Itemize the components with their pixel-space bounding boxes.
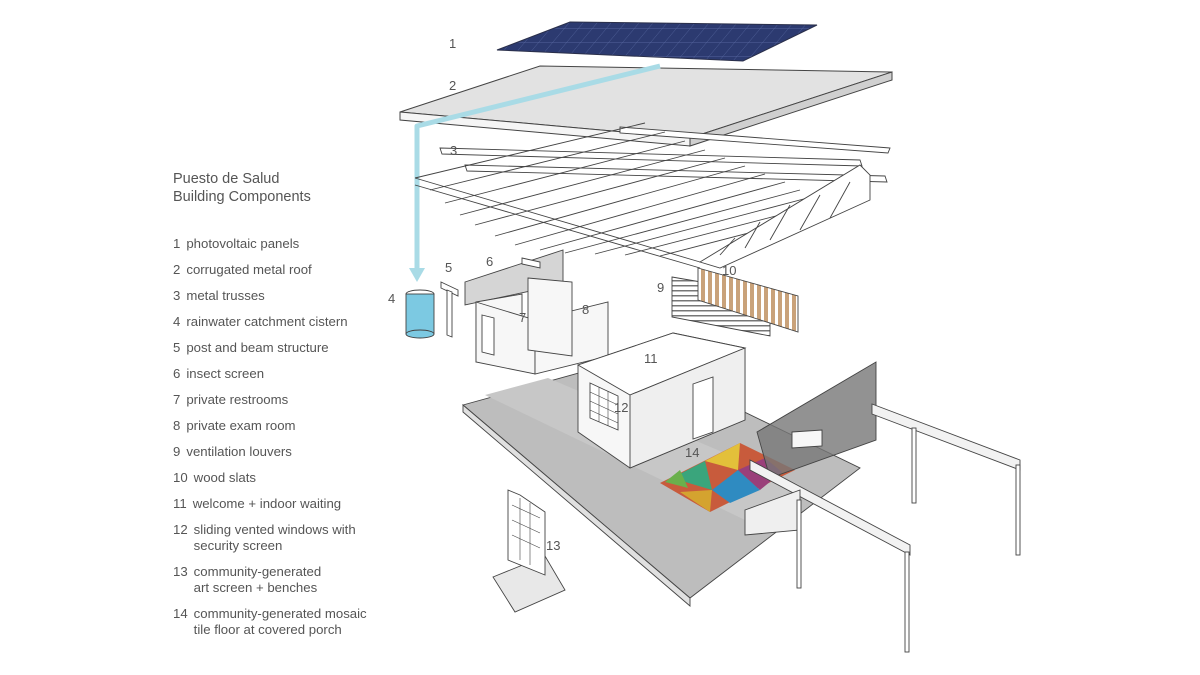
legend-item-number: 13 [173,564,188,579]
callout-13: 13 [546,538,560,553]
legend-item: 10 wood slats [173,470,413,486]
callout-10: 10 [722,263,736,278]
legend-item: 5 post and beam structure [173,340,413,356]
legend-title: Puesto de Salud Building Components [173,170,413,206]
legend-item-number: 4 [173,314,181,329]
callout-3: 3 [450,143,457,158]
mosaic-tile-floor [660,443,795,512]
legend-item-text: ventilation louvers [186,444,413,460]
legend-item-line: private exam room [186,418,296,433]
legend-item-line-2: tile floor at covered porch [193,622,342,637]
legend-item-line: sliding vented windows with [193,522,356,537]
legend-item-text: wood slats [194,470,413,486]
callout-12: 12 [614,400,628,415]
art-screen-and-benches [492,489,566,613]
legend: Puesto de Salud Building Components 1 pho… [173,170,413,648]
legend-item-number: 1 [173,236,181,251]
callout-1: 1 [449,36,456,51]
legend-title-line1: Puesto de Salud [173,171,280,187]
restrooms-and-exam-room [475,277,609,375]
legend-item-number: 12 [173,522,188,537]
legend-item-line: welcome + indoor waiting [192,496,342,511]
legend-item-number: 14 [173,606,188,621]
legend-item-number: 6 [173,366,181,381]
callout-2: 2 [449,78,456,93]
legend-item-line-2: art screen + benches [193,580,318,595]
post-and-beam [440,281,459,338]
callout-8: 8 [582,302,589,317]
legend-item-line: photovoltaic panels [186,236,300,251]
legend-item-number: 8 [173,418,181,433]
callout-5: 5 [445,260,452,275]
legend-item-text: welcome + indoor waiting [193,496,413,512]
callout-6: 6 [486,254,493,269]
legend-item: 9 ventilation louvers [173,444,413,460]
rainwater-downspout [409,63,661,282]
legend-item-line: ventilation louvers [186,444,292,459]
legend-item-text: insect screen [186,366,413,382]
legend-item-line: wood slats [193,470,256,485]
callout-4: 4 [388,291,395,306]
legend-list: 1 photovoltaic panels 2 corrugated metal ro… [173,236,413,638]
rainwater-cistern [405,289,435,339]
legend-item-line: insect screen [186,366,265,381]
legend-item-text: post and beam structure [186,340,413,356]
legend-item-line: corrugated metal roof [186,262,312,277]
legend-item-number: 9 [173,444,181,459]
louvers-and-wood-slats [671,267,799,337]
callout-7: 7 [519,310,526,325]
legend-item: 1 photovoltaic panels [173,236,413,252]
legend-item-text: corrugated metal roof [186,262,413,278]
callout-11: 11 [644,351,658,366]
legend-item-text: metal trusses [186,288,413,304]
legend-item-number: 2 [173,262,181,277]
legend-item-line: post and beam structure [186,340,329,355]
legend-item: 8 private exam room [173,418,413,434]
legend-item-line: community-generated mosaic [193,606,367,621]
photovoltaic-panels [496,21,818,62]
legend-item: 7 private restrooms [173,392,413,408]
legend-item-line: private restrooms [186,392,289,407]
callout-14: 14 [685,445,699,460]
legend-item-line: rainwater catchment cistern [186,314,348,329]
legend-item-text: rainwater catchment cistern [186,314,413,330]
callout-9: 9 [657,280,664,295]
metal-trusses [414,122,891,269]
legend-item-number: 5 [173,340,181,355]
legend-item-text: photovoltaic panels [186,236,413,252]
legend-item-text: private restrooms [186,392,413,408]
legend-item: 2 corrugated metal roof [173,262,413,278]
callout-labels: 1 2 3 4 5 6 7 8 9 10 11 12 13 14 [388,36,736,553]
legend-title-line2: Building Components [173,189,311,205]
legend-item-line-2: security screen [193,538,283,553]
legend-item: 11 welcome + indoor waiting [173,496,413,512]
legend-item-number: 11 [173,496,187,511]
legend-item-number: 10 [173,470,188,485]
legend-item-number: 7 [173,392,181,407]
legend-item: 6 insect screen [173,366,413,382]
waiting-room-building [576,332,747,469]
legend-item: 3 metal trusses [173,288,413,304]
legend-item-number: 3 [173,288,181,303]
corrugated-metal-roof [399,65,893,147]
legend-item-text: private exam room [186,418,413,434]
legend-item-line: metal trusses [186,288,265,303]
porch-canopy [744,361,1021,653]
legend-item-line: community-generated [193,564,322,579]
legend-item: 4 rainwater catchment cistern [173,314,413,330]
